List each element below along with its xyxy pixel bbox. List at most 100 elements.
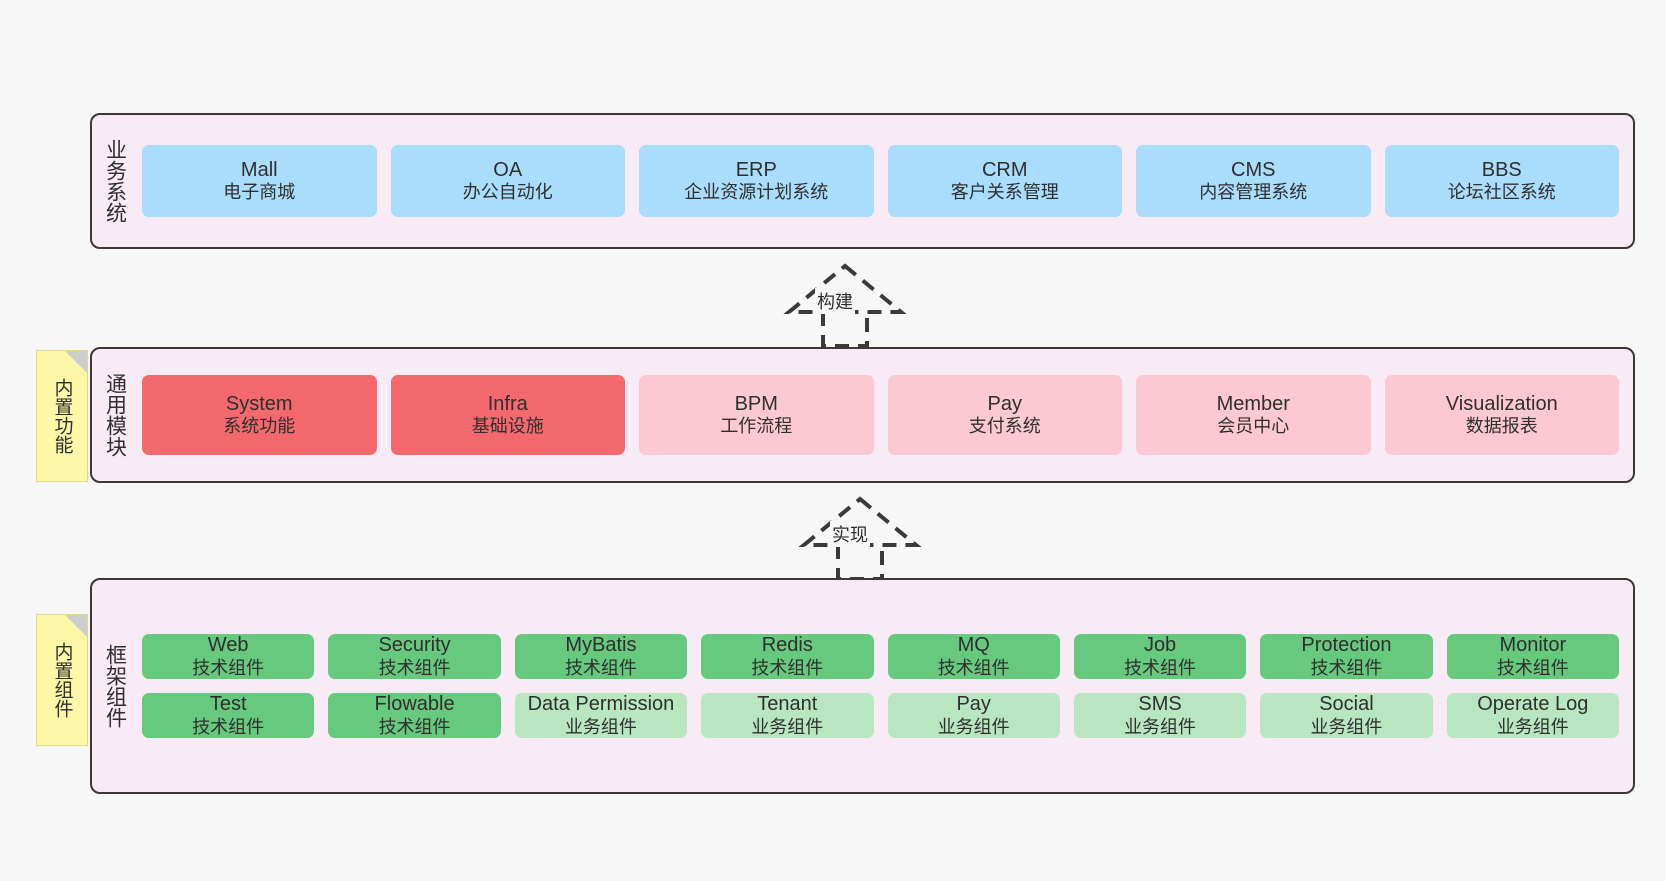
layer-framework-components: 框架组件 Web 技术组件 Security 技术组件 MyBatis 技术组件… [90, 578, 1635, 794]
tile-title: ERP [735, 158, 777, 181]
tile-social[interactable]: Social 业务组件 [1260, 693, 1433, 738]
tile-web[interactable]: Web 技术组件 [142, 634, 315, 679]
note-builtin-features: 内置功能 [36, 350, 88, 482]
tile-title: Tenant [757, 693, 818, 715]
layer-body-business-systems: Mall 电子商城 OA 办公自动化 ERP 企业资源计划系统 CRM 客户关系… [138, 115, 1633, 247]
tile-title: Visualization [1445, 392, 1558, 415]
tile-title: Redis [761, 634, 813, 657]
tile-redis[interactable]: Redis 技术组件 [701, 634, 874, 679]
arrow-stem-icon [821, 312, 869, 348]
tile-subtitle: 技术组件 [1496, 657, 1569, 678]
tile-pay[interactable]: Pay 支付系统 [887, 375, 1122, 455]
tile-title: CRM [981, 158, 1028, 181]
tile-title: Security [378, 634, 451, 657]
tile-subtitle: 内容管理系统 [1199, 182, 1308, 203]
tile-mq[interactable]: MQ 技术组件 [887, 634, 1060, 679]
tile-bpm[interactable]: BPM 工作流程 [639, 375, 874, 455]
framework-row-technical: Web 技术组件 Security 技术组件 MyBatis 技术组件 Redi… [142, 634, 1619, 679]
tile-title: Test [209, 693, 247, 715]
tile-subtitle: 业务组件 [1310, 716, 1383, 737]
layer-body-framework-components: Web 技术组件 Security 技术组件 MyBatis 技术组件 Redi… [138, 580, 1633, 792]
tile-subtitle: 论坛社区系统 [1447, 182, 1556, 203]
framework-row-business: Test 技术组件 Flowable 技术组件 Data Permission … [142, 693, 1619, 738]
tile-oa[interactable]: OA 办公自动化 [390, 145, 625, 217]
tile-subtitle: 技术组件 [937, 657, 1010, 678]
tile-system[interactable]: System 系统功能 [142, 375, 377, 455]
tile-mybatis[interactable]: MyBatis 技术组件 [514, 634, 688, 679]
tile-title: OA [493, 158, 523, 181]
tile-visualization[interactable]: Visualization 数据报表 [1384, 375, 1619, 455]
tile-subtitle: 电子商城 [223, 182, 296, 203]
connector-build-label: 构建 [815, 288, 855, 314]
tile-test[interactable]: Test 技术组件 [142, 693, 315, 738]
layer-common-modules: 通用模块 System 系统功能 Infra 基础设施 BPM 工作流程 Pay… [90, 347, 1635, 483]
tile-subtitle: 技术组件 [192, 657, 265, 678]
tile-title: Flowable [374, 693, 455, 715]
connector-build: 构建 [755, 262, 935, 348]
tile-title: Operate Log [1477, 693, 1589, 715]
tile-sms[interactable]: SMS 业务组件 [1073, 693, 1247, 738]
tile-cms[interactable]: CMS 内容管理系统 [1136, 145, 1371, 217]
tile-title: Member [1216, 392, 1290, 415]
tile-subtitle: 系统功能 [223, 416, 296, 437]
tile-erp[interactable]: ERP 企业资源计划系统 [639, 145, 874, 217]
tile-title: CMS [1231, 158, 1276, 181]
tile-subtitle: 业务组件 [1124, 716, 1197, 737]
tile-title: Social [1319, 693, 1374, 715]
tile-monitor[interactable]: Monitor 技术组件 [1446, 634, 1619, 679]
tile-title: BBS [1481, 158, 1522, 181]
layer-title-framework-components: 框架组件 [103, 644, 127, 728]
tile-security[interactable]: Security 技术组件 [328, 634, 501, 679]
tile-subtitle: 业务组件 [1496, 716, 1569, 737]
note-builtin-components: 内置组件 [36, 614, 88, 746]
layer-title-business-systems: 业务系统 [103, 139, 127, 223]
tile-subtitle: 数据报表 [1465, 416, 1538, 437]
tile-title: MyBatis [565, 634, 637, 657]
tile-subtitle: 技术组件 [378, 657, 451, 678]
tile-subtitle: 业务组件 [751, 716, 824, 737]
tile-subtitle: 业务组件 [937, 716, 1010, 737]
note-label: 内置组件 [51, 642, 73, 718]
tile-subtitle: 技术组件 [378, 716, 451, 737]
tile-title: Pay [956, 693, 991, 715]
tile-member[interactable]: Member 会员中心 [1136, 375, 1371, 455]
tile-subtitle: 技术组件 [1310, 657, 1383, 678]
tile-title: Mall [240, 158, 278, 181]
layer-business-systems: 业务系统 Mall 电子商城 OA 办公自动化 ERP 企业资源计划系统 CRM… [90, 113, 1635, 249]
tile-protection[interactable]: Protection 技术组件 [1260, 634, 1433, 679]
tile-operate-log[interactable]: Operate Log 业务组件 [1446, 693, 1619, 738]
tile-subtitle: 技术组件 [1124, 657, 1197, 678]
tile-job[interactable]: Job 技术组件 [1073, 634, 1247, 679]
tile-bbs[interactable]: BBS 论坛社区系统 [1384, 145, 1619, 217]
tile-subtitle: 技术组件 [564, 657, 637, 678]
tile-subtitle: 会员中心 [1217, 416, 1290, 437]
tile-subtitle: 基础设施 [471, 416, 544, 437]
tile-subtitle: 企业资源计划系统 [684, 182, 829, 203]
tile-title: Web [207, 634, 249, 657]
tile-mall[interactable]: Mall 电子商城 [142, 145, 377, 217]
tile-title: MQ [957, 634, 990, 657]
tile-subtitle: 业务组件 [564, 716, 637, 737]
tile-title: Job [1143, 634, 1177, 657]
tile-subtitle: 客户关系管理 [950, 182, 1059, 203]
tile-infra[interactable]: Infra 基础设施 [390, 375, 625, 455]
tile-title: Data Permission [527, 693, 675, 715]
note-label: 内置功能 [51, 378, 73, 454]
tile-subtitle: 办公自动化 [462, 182, 553, 203]
tile-title: Monitor [1499, 634, 1567, 657]
tile-data-permission[interactable]: Data Permission 业务组件 [514, 693, 688, 738]
tile-title: System [225, 392, 293, 415]
tile-flowable[interactable]: Flowable 技术组件 [328, 693, 501, 738]
tile-title: Pay [987, 392, 1022, 415]
layer-title-common-modules: 通用模块 [103, 373, 127, 457]
tile-subtitle: 技术组件 [751, 657, 824, 678]
tile-subtitle: 支付系统 [968, 416, 1041, 437]
connector-implement: 实现 [770, 495, 950, 581]
tile-title: BPM [734, 392, 778, 415]
connector-implement-label: 实现 [830, 521, 870, 547]
tile-title: SMS [1138, 693, 1182, 715]
tile-crm[interactable]: CRM 客户关系管理 [887, 145, 1122, 217]
tile-tenant[interactable]: Tenant 业务组件 [701, 693, 874, 738]
tile-pay-business[interactable]: Pay 业务组件 [887, 693, 1060, 738]
